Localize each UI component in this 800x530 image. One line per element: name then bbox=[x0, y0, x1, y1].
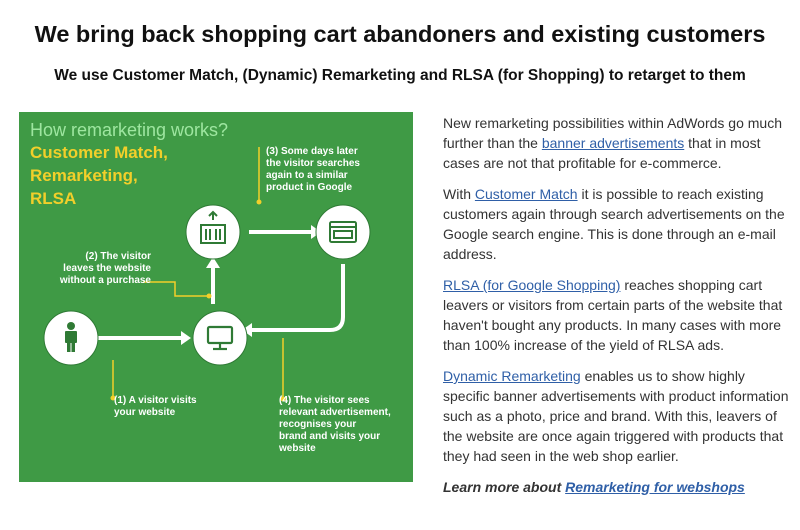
rlsa-link[interactable]: RLSA (for Google Shopping) bbox=[443, 277, 621, 293]
monitor-circle bbox=[192, 310, 248, 366]
bag-circle bbox=[185, 204, 241, 260]
arrow-head-left bbox=[242, 323, 252, 337]
shopping-bag-icon bbox=[200, 210, 226, 244]
infographic-big-line3: RLSA bbox=[30, 189, 77, 208]
step-circles bbox=[43, 204, 371, 366]
page-subtitle: We use Customer Match, (Dynamic) Remarke… bbox=[54, 67, 746, 84]
monitor-icon bbox=[206, 325, 234, 351]
infographic-graphics bbox=[43, 147, 371, 402]
learn-more-line: Learn more about Remarketing for webshop… bbox=[443, 479, 745, 495]
arrow-head-right-1 bbox=[181, 331, 191, 345]
paragraph-banner: New remarketing possibilities within AdW… bbox=[443, 115, 782, 171]
infographic-big-line1: Customer Match, bbox=[30, 143, 168, 162]
arrow-browser-to-monitor bbox=[250, 264, 345, 332]
flow-arrows bbox=[98, 230, 345, 340]
paragraph-rlsa: RLSA (for Google Shopping) reaches shopp… bbox=[443, 277, 783, 353]
paragraph-customer-match: With Customer Match it is possible to re… bbox=[443, 186, 785, 262]
person-icon bbox=[65, 322, 77, 352]
banner-advertisements-link[interactable]: banner advertisements bbox=[541, 135, 685, 151]
browser-window-icon bbox=[329, 221, 357, 243]
content-column: New remarketing possibilities within AdW… bbox=[443, 113, 793, 508]
leader-lines bbox=[112, 147, 284, 399]
remarketing-infographic: How remarketing works? Customer Match, R… bbox=[19, 112, 413, 482]
remarketing-for-webshops-link[interactable]: Remarketing for webshops bbox=[565, 479, 745, 495]
infographic-heading: How remarketing works? bbox=[30, 120, 229, 140]
paragraph-dynamic-remarketing: Dynamic Remarketing enables us to show h… bbox=[443, 368, 789, 464]
page-title: We bring back shopping cart abandoners a… bbox=[34, 21, 766, 47]
arrow-head-up bbox=[206, 257, 220, 268]
leader-dots bbox=[110, 199, 286, 402]
customer-match-link[interactable]: Customer Match bbox=[474, 186, 578, 202]
dynamic-remarketing-link[interactable]: Dynamic Remarketing bbox=[443, 368, 581, 384]
leader-step2 bbox=[143, 281, 209, 297]
infographic-big-line2: Remarketing, bbox=[30, 166, 138, 185]
